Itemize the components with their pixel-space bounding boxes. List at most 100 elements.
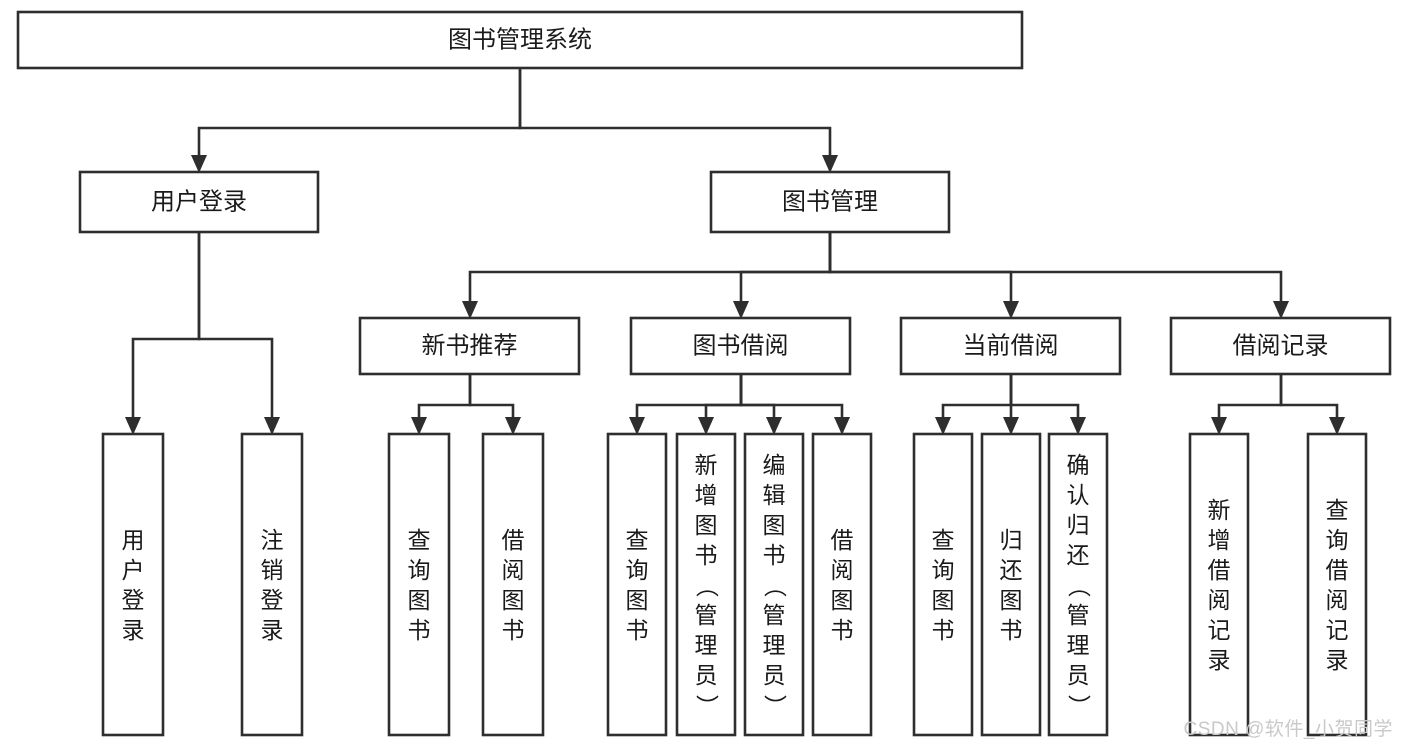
node-label-leaf-add-book-char-4: （ <box>694 574 720 597</box>
node-box-leaf-borrow-book-1[interactable] <box>481 432 545 737</box>
node-new-book-rec[interactable]: 新书推荐 <box>358 316 581 376</box>
node-label-leaf-add-book-char-2: 图 <box>695 512 718 538</box>
node-label-leaf-add-record-char-2: 借 <box>1208 557 1231 583</box>
node-box-book-borrow[interactable] <box>629 316 852 376</box>
node-box-book-manage[interactable] <box>709 170 951 234</box>
node-box-leaf-edit-book[interactable] <box>743 432 805 737</box>
node-box-new-book-rec[interactable] <box>358 316 581 376</box>
node-box-leaf-add-record[interactable] <box>1188 432 1250 737</box>
node-label-current-borrow: 当前借阅 <box>963 332 1059 359</box>
node-box-leaf-confirm-return[interactable] <box>1047 432 1109 737</box>
node-box-root[interactable] <box>16 10 1024 70</box>
node-label-leaf-query-book-3-char-2: 图 <box>932 587 955 613</box>
node-label-leaf-add-record-char-3: 阅 <box>1208 587 1231 613</box>
node-label-leaf-confirm-return-char-6: 理 <box>1067 632 1090 658</box>
node-label-leaf-query-book-1-char-1: 询 <box>408 557 431 583</box>
node-label-leaf-edit-book-char-2: 图 <box>763 512 786 538</box>
node-label-leaf-query-book-2-char-1: 询 <box>626 557 649 583</box>
node-box-leaf-add-book[interactable] <box>675 432 737 737</box>
node-box-leaf-query-book-3[interactable] <box>912 432 974 737</box>
node-box-leaf-user-logout[interactable] <box>240 432 304 737</box>
connector-图书管理系统-to-用户登录 <box>191 68 522 173</box>
node-current-borrow[interactable]: 当前借阅 <box>899 316 1122 376</box>
node-label-leaf-borrow-book-2-char-3: 书 <box>831 617 854 643</box>
node-book-manage[interactable]: 图书管理 <box>709 170 951 234</box>
connector-当前借阅-to-查询图书 <box>935 374 1013 435</box>
connector-新书推荐-to-借阅图书 <box>468 374 521 435</box>
node-label-leaf-edit-book-char-0: 编 <box>763 452 786 478</box>
node-label-leaf-edit-book-char-4: （ <box>762 574 788 597</box>
node-label-leaf-borrow-book-2-char-1: 阅 <box>831 557 854 583</box>
node-borrow-record[interactable]: 借阅记录 <box>1169 316 1392 376</box>
node-book-borrow[interactable]: 图书借阅 <box>629 316 852 376</box>
node-label-leaf-edit-book-char-3: 书 <box>763 542 786 568</box>
node-label-leaf-query-record-char-5: 录 <box>1326 647 1349 673</box>
node-box-current-borrow[interactable] <box>899 316 1122 376</box>
node-box-leaf-query-book-2[interactable] <box>606 432 668 737</box>
node-label-leaf-query-record-char-1: 询 <box>1326 527 1349 553</box>
node-label-book-manage: 图书管理 <box>782 188 878 215</box>
node-user-login[interactable]: 用户登录 <box>78 170 320 234</box>
arrow-head-icon <box>629 417 645 435</box>
node-label-leaf-return-book-char-2: 图 <box>1000 587 1023 613</box>
node-label-leaf-confirm-return-char-7: 员 <box>1067 662 1090 688</box>
node-box-leaf-query-record[interactable] <box>1306 432 1368 737</box>
node-label-leaf-query-record-char-2: 借 <box>1326 557 1349 583</box>
arrow-head-icon <box>191 155 207 173</box>
node-label-leaf-add-book-char-0: 新 <box>695 452 718 478</box>
arrow-head-icon <box>698 417 714 435</box>
node-box-borrow-record[interactable] <box>1169 316 1392 376</box>
node-root[interactable]: 图书管理系统 <box>16 10 1024 70</box>
connector-借阅记录-to-查询借阅记录 <box>1279 374 1345 435</box>
node-label-new-book-rec: 新书推荐 <box>422 332 518 359</box>
node-label-leaf-confirm-return-char-1: 认 <box>1067 482 1090 508</box>
node-label-leaf-confirm-return-char-4: （ <box>1066 574 1092 597</box>
node-label-leaf-add-record-char-1: 增 <box>1208 527 1231 553</box>
node-leaf-user-login[interactable]: 用户登录 <box>101 432 165 737</box>
node-label-leaf-query-book-2-char-3: 书 <box>626 617 649 643</box>
node-label-leaf-query-book-1-char-0: 查 <box>408 527 431 553</box>
node-label-leaf-add-book-char-5: 管 <box>695 602 718 628</box>
node-label-leaf-query-book-2-char-2: 图 <box>626 587 649 613</box>
arrow-head-icon <box>766 417 782 435</box>
node-label-leaf-edit-book-char-1: 辑 <box>763 482 786 508</box>
node-box-leaf-user-login[interactable] <box>101 432 165 737</box>
connector-图书借阅-to-借阅图书 <box>739 374 850 435</box>
node-label-leaf-add-book-char-7: 员 <box>695 662 718 688</box>
node-label-leaf-query-book-2-char-0: 查 <box>626 527 649 553</box>
node-box-leaf-borrow-book-2[interactable] <box>811 432 873 737</box>
connector-当前借阅-to-确认归还管理员 <box>1009 374 1086 435</box>
node-label-leaf-query-record-char-0: 查 <box>1326 497 1349 523</box>
node-label-leaf-user-login-char-3: 录 <box>122 617 145 643</box>
node-label-leaf-confirm-return-char-5: 管 <box>1067 602 1090 628</box>
node-label-leaf-user-logout-char-1: 销 <box>261 557 284 583</box>
connector-新书推荐-to-查询图书 <box>411 374 472 435</box>
node-label-book-borrow: 图书借阅 <box>693 332 789 359</box>
node-label-leaf-borrow-book-1-char-1: 阅 <box>502 557 525 583</box>
node-box-leaf-query-book-1[interactable] <box>387 432 451 737</box>
arrow-head-icon <box>1211 417 1227 435</box>
edges-layer <box>125 68 1345 435</box>
connector-用户登录-to-用户登录 <box>125 232 201 435</box>
node-label-leaf-confirm-return-char-3: 还 <box>1067 542 1090 568</box>
node-label-leaf-edit-book-char-6: 理 <box>763 632 786 658</box>
node-box-user-login[interactable] <box>78 170 320 234</box>
nodes-layer: 图书管理系统用户登录图书管理新书推荐图书借阅当前借阅借阅记录用户登录注销登录查询… <box>16 10 1392 737</box>
node-label-leaf-user-logout-char-0: 注 <box>261 527 284 553</box>
node-label-leaf-add-book-char-3: 书 <box>695 542 718 568</box>
node-box-leaf-return-book[interactable] <box>980 432 1042 737</box>
